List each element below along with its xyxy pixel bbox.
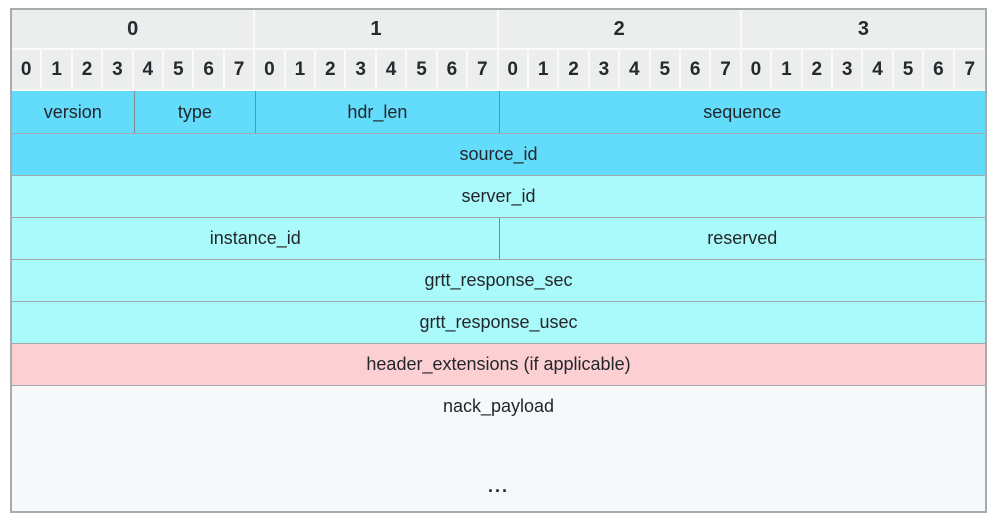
bit-header-byte1-bit3: 3 — [346, 50, 377, 91]
field-grtt-response-sec: grtt_response_sec — [12, 259, 985, 301]
bit-header-byte1-bit6: 6 — [437, 50, 469, 91]
bit-header-byte1-bit0: 0 — [255, 50, 286, 91]
bit-header-byte2-bit1: 1 — [528, 50, 560, 91]
field-type: type — [133, 91, 256, 133]
field-source-id: source_id — [12, 133, 985, 175]
bit-header-byte2-bit7: 7 — [711, 50, 742, 91]
byte-header-0: 0 — [12, 10, 256, 50]
field-sequence: sequence — [498, 91, 985, 133]
bit-header-byte3-bit5: 5 — [893, 50, 925, 91]
field-server-id: server_id — [12, 175, 985, 217]
field-header-extensions: header_extensions (if applicable) — [12, 343, 985, 385]
field-label-nack-payload: nack_payload — [442, 396, 555, 416]
field-label-instance-id: instance_id — [209, 228, 301, 248]
bit-header-byte2-bit5: 5 — [650, 50, 681, 91]
bit-header-byte2-bit4: 4 — [620, 50, 651, 91]
bit-header-byte3-bit0: 0 — [741, 50, 773, 91]
bit-header-byte0-bit2: 2 — [72, 50, 104, 91]
field-grtt-response-usec: grtt_response_usec — [12, 301, 985, 343]
bit-header-byte3-bit1: 1 — [772, 50, 803, 91]
field-version: version — [12, 91, 134, 133]
bit-header-byte3-bit4: 4 — [863, 50, 894, 91]
bit-header-byte0-bit0: 0 — [12, 50, 43, 91]
field-label-server-id: server_id — [461, 186, 536, 206]
byte-header-3: 3 — [741, 10, 985, 50]
field-label-reserved: reserved — [707, 228, 778, 248]
payload-ellipsis: ... — [487, 476, 510, 496]
bit-header-byte1-bit2: 2 — [316, 50, 347, 91]
bit-header-byte0-bit5: 5 — [164, 50, 195, 91]
bit-header-byte2-bit6: 6 — [680, 50, 712, 91]
field-label-hdr-len: hdr_len — [347, 101, 408, 122]
byte-header-2: 2 — [498, 10, 742, 50]
field-hdr-len: hdr_len — [255, 91, 499, 133]
bit-header-byte2-bit0: 0 — [498, 50, 529, 91]
bit-header-byte1-bit5: 5 — [407, 50, 438, 91]
bit-header-byte3-bit3: 3 — [832, 50, 864, 91]
bit-header-byte0-bit7: 7 — [224, 50, 256, 91]
bit-header-byte2-bit3: 3 — [589, 50, 621, 91]
bit-header-byte1-bit7: 7 — [468, 50, 499, 91]
field-label-source-id: source_id — [459, 144, 538, 164]
bit-header-byte3-bit2: 2 — [802, 50, 833, 91]
bit-header-byte3-bit7: 7 — [954, 50, 985, 91]
bit-header-byte0-bit4: 4 — [133, 50, 165, 91]
bit-header-byte0-bit1: 1 — [42, 50, 73, 91]
bit-header-byte1-bit1: 1 — [285, 50, 317, 91]
bit-header-byte2-bit2: 2 — [559, 50, 590, 91]
byte-header-1: 1 — [255, 10, 499, 50]
bit-header-byte0-bit3: 3 — [103, 50, 134, 91]
bit-header-byte1-bit4: 4 — [376, 50, 408, 91]
field-label-sequence: sequence — [703, 101, 782, 122]
bit-header-byte3-bit6: 6 — [924, 50, 955, 91]
field-label-version: version — [43, 101, 102, 122]
field-reserved: reserved — [498, 217, 985, 259]
field-label-grtt-response-sec: grtt_response_sec — [424, 270, 573, 290]
field-label-header-extensions: header_extensions (if applicable) — [366, 354, 631, 374]
field-label-type: type — [177, 101, 212, 122]
field-nack-payload: nack_payload... — [12, 385, 985, 511]
field-label-grtt-response-usec: grtt_response_usec — [419, 312, 578, 332]
bit-header-byte0-bit6: 6 — [194, 50, 225, 91]
field-instance-id: instance_id — [12, 217, 499, 259]
